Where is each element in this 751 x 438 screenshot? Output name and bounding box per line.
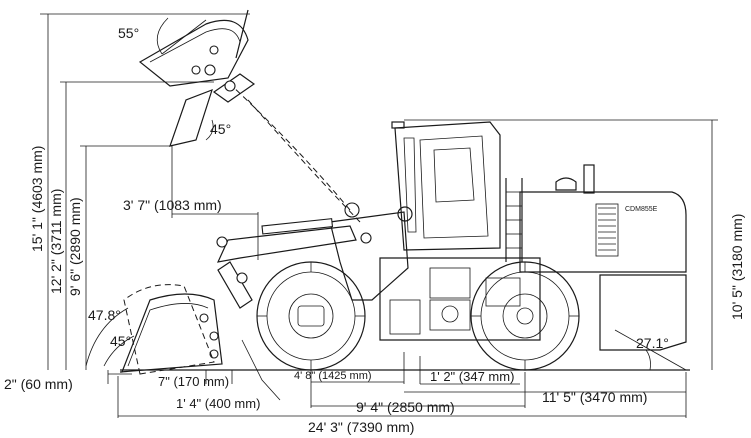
- label-overall-height: 15' 1" (4603 mm): [29, 146, 45, 252]
- transmission: [429, 267, 471, 299]
- ladder: [505, 178, 523, 262]
- bucket-shell: [119, 293, 223, 373]
- label-dump-reach: 3' 7" (1083 mm): [123, 197, 222, 213]
- exhaust-stack: [583, 164, 595, 194]
- dump-bucket-edge: [169, 88, 213, 147]
- raised-linkage: [212, 73, 256, 103]
- lift-arm-lowered: [216, 202, 372, 309]
- machine-logo: CDM855E: [625, 206, 658, 213]
- label-dump-angle-45: 45°: [210, 121, 231, 137]
- lift-cylinder: [261, 218, 334, 235]
- label-dig-depth: 2" (60 mm): [4, 376, 73, 392]
- raised-bucket-shell: [138, 19, 249, 87]
- label-carry-dim: 7" (170 mm): [158, 374, 229, 389]
- loader-body: CDM855E: [329, 121, 687, 351]
- label-rear-length: 11' 5" (3470 mm): [542, 389, 647, 405]
- label-hinge-pin-height: 12' 2" (3711 mm): [48, 189, 64, 294]
- arc-47: [85, 307, 129, 367]
- drivetrain: [379, 257, 541, 341]
- arc-45-raised: [205, 119, 214, 141]
- departure-angle-line: [614, 329, 687, 371]
- counterweight: [599, 274, 687, 351]
- bucket-lowered: [119, 293, 223, 373]
- label-front-axle-offset: 4' 8" (1425 mm): [294, 370, 372, 382]
- cab-front-window: [403, 137, 417, 233]
- bucket-carry: [123, 284, 215, 375]
- arc-45-carry: [103, 335, 135, 367]
- tilt-linkage: [217, 261, 253, 309]
- label-rollback-carry: 45°: [110, 333, 131, 349]
- cab-light: [391, 121, 405, 129]
- label-dump-angle: 55°: [118, 25, 139, 41]
- front-wheel: [256, 261, 366, 371]
- label-carry-height: 1' 4" (400 mm): [176, 396, 260, 411]
- front-frame: [329, 211, 409, 301]
- axle-housing: [429, 299, 471, 331]
- arc-27: [645, 349, 651, 371]
- label-overall-length: 24' 3" (7390 mm): [308, 419, 414, 435]
- cab-frame: [394, 121, 501, 251]
- engine-grill: [595, 203, 619, 257]
- label-rollback-ground: 47.8°: [88, 307, 121, 323]
- bucket-raised: [138, 9, 249, 147]
- cab-door-window: [419, 135, 489, 239]
- label-cab-height: 10' 5" (3180 mm): [729, 214, 745, 320]
- label-departure-angle: 27.1°: [636, 335, 669, 351]
- rear-wheel: [470, 261, 580, 371]
- cab-inner-panel: [433, 147, 475, 203]
- air-intake: [555, 177, 577, 191]
- dim-leader-carry-height: [241, 339, 281, 401]
- label-ground-clearance: 1' 2" (347 mm): [430, 369, 514, 384]
- label-dump-clearance: 9' 6" (2890 mm): [67, 197, 83, 296]
- arc-55: [156, 17, 169, 55]
- engine-hood: [519, 191, 687, 273]
- label-wheelbase: 9' 4" (2850 mm): [356, 399, 455, 415]
- lift-arm-raised: [204, 64, 361, 223]
